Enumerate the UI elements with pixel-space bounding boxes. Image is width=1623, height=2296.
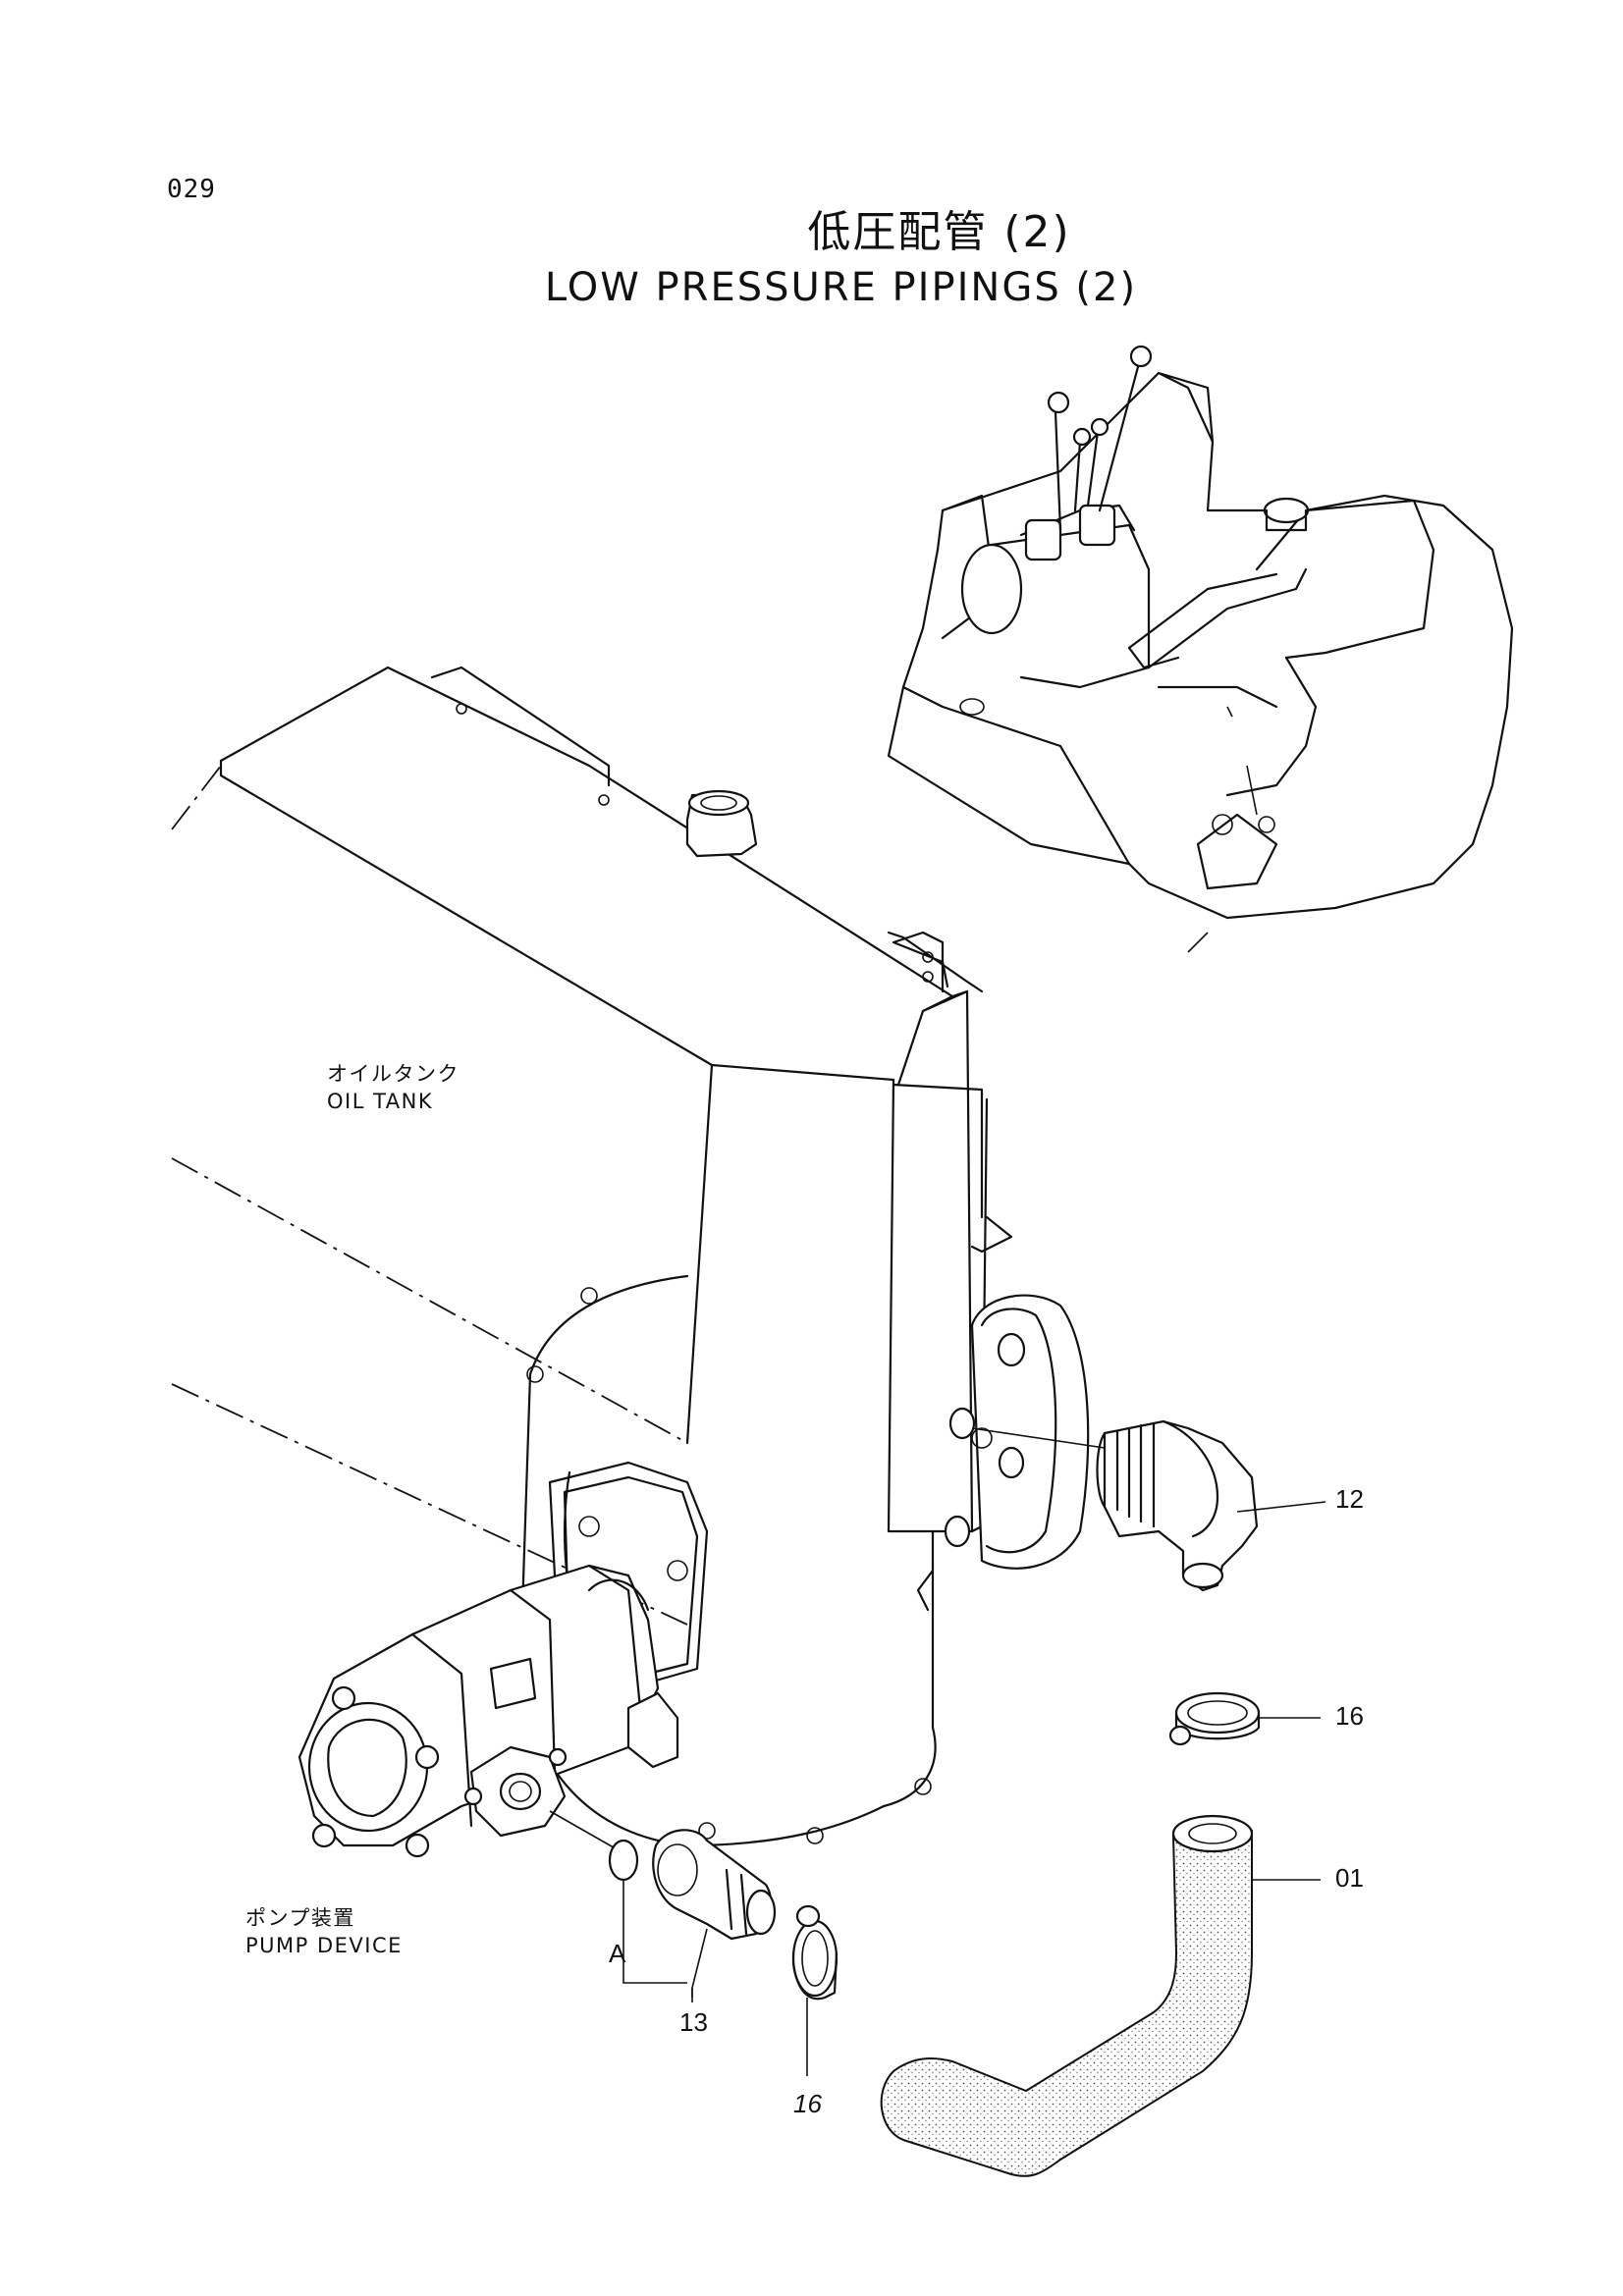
callout-12: 12 bbox=[1335, 1484, 1364, 1514]
part-16-clamp-bottom bbox=[791, 1904, 839, 2076]
pump-device-label-jp: ポンプ装置 bbox=[245, 1906, 355, 1930]
point-a-label: A bbox=[609, 1939, 626, 1968]
callout-01: 01 bbox=[1335, 1863, 1364, 1893]
pump-device-drawing bbox=[298, 1564, 679, 1858]
pump-device-label-en: PUMP DEVICE bbox=[245, 1934, 403, 1957]
machine-overview bbox=[887, 345, 1514, 953]
callout-16-bottom: 16 bbox=[793, 2089, 822, 2118]
title-japanese: 低圧配管 (2) bbox=[807, 207, 1071, 257]
part-01-hose bbox=[880, 1814, 1321, 2177]
oil-tank-label-jp: オイルタンク bbox=[327, 1062, 460, 1086]
callout-13: 13 bbox=[679, 2007, 708, 2037]
oil-tank-label: オイルタンク OIL TANK bbox=[327, 1060, 460, 1115]
part-12-elbow bbox=[971, 1419, 1326, 1592]
title-block: 低圧配管 (2) LOW PRESSURE PIPINGS (2) bbox=[0, 196, 1623, 310]
part-16-clamp-right bbox=[1168, 1691, 1321, 1746]
oil-tank-drawing bbox=[171, 666, 1013, 1626]
pump-flange-drawing bbox=[518, 1274, 1090, 1847]
part-13-fitting bbox=[549, 1810, 777, 2002]
oil-tank-label-en: OIL TANK bbox=[327, 1090, 434, 1113]
title-english: LOW PRESSURE PIPINGS (2) bbox=[544, 265, 1138, 310]
page-number: 029 bbox=[167, 175, 216, 204]
callout-16-right: 16 bbox=[1335, 1701, 1364, 1731]
pump-device-label: ポンプ装置 PUMP DEVICE bbox=[245, 1904, 403, 1959]
